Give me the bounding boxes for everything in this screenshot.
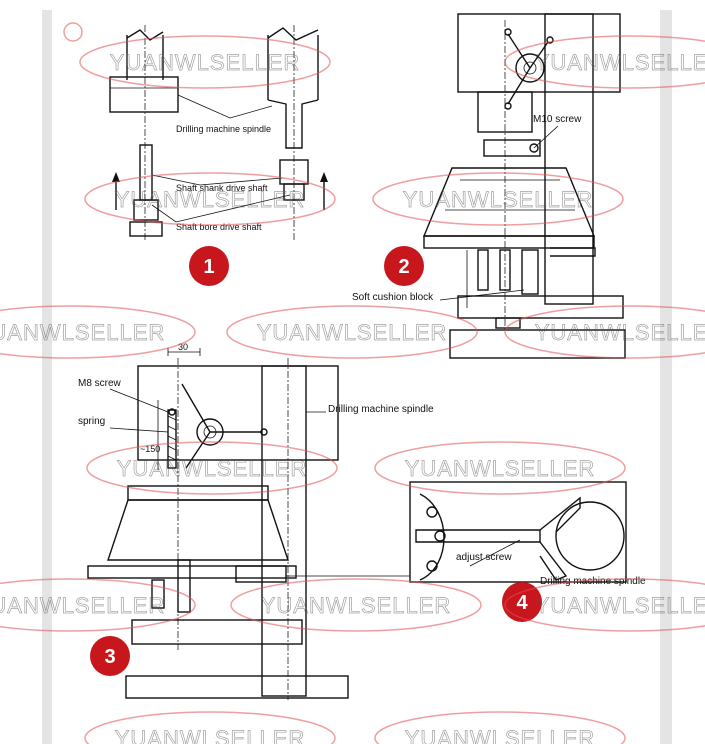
drill-column: [544, 13, 594, 305]
watermark: YUANWLSELLER: [84, 172, 336, 226]
svg-text:YUANWLSELLER: YUANWLSELLER: [535, 50, 705, 75]
spindle-right-body: [267, 35, 319, 100]
watermark-globe-icon: [63, 22, 83, 42]
svg-text:YUANWLSELLER: YUANWLSELLER: [405, 456, 596, 481]
watermark: YUANWLSELLER: [374, 711, 626, 744]
watermark: YUANWLSELLER: [84, 711, 336, 744]
feed-hub: [515, 53, 545, 83]
detail-frame: [409, 481, 627, 583]
drill-table: [457, 295, 624, 319]
label-m10: M10 screw: [533, 114, 582, 125]
drill-head: [457, 13, 621, 93]
right-border-strip: [660, 10, 672, 744]
svg-text:YUANWLSELLER: YUANWLSELLER: [535, 320, 705, 345]
watermark: YUANWLSELLER: [504, 305, 705, 359]
step-badge-2: [384, 246, 424, 286]
panel-3: M8 screw spring 30 ~150 Drilling machine…: [78, 342, 434, 700]
step-badges: 1 2 3 4: [90, 246, 542, 676]
label-bore-shaft: Shaft bore drive shaft: [176, 222, 262, 232]
spindle-left-collar: [109, 76, 179, 113]
drill-column-3: [261, 365, 307, 697]
watermark: YUANWLSELLER: [230, 578, 482, 632]
watermark: YUANWLSELLER: [372, 172, 624, 226]
svg-text:1: 1: [203, 256, 214, 278]
feed-handles-3: [181, 383, 262, 469]
watermark: YUANWLSELLER: [63, 22, 331, 89]
panel-1: Drilling machine spindle Shaft shank dri…: [109, 25, 328, 240]
svg-text:YUANWLSELLER: YUANWLSELLER: [535, 593, 705, 618]
svg-text:YUANWLSELLER: YUANWLSELLER: [257, 320, 448, 345]
watermark: YUANWLSELLER: [0, 578, 196, 632]
soft-cushion-block: [521, 249, 539, 295]
label-spindle-3: Drilling machine spindle: [328, 404, 434, 415]
watermark: YUANWLSELLER: [226, 305, 478, 359]
m8-screw: [168, 408, 176, 416]
svg-text:YUANWLSELLER: YUANWLSELLER: [403, 187, 594, 212]
svg-text:YUANWLSELLER: YUANWLSELLER: [0, 593, 165, 618]
drill-table-3: [131, 619, 303, 645]
watermark: YUANWLSELLER: [0, 305, 196, 359]
spindle-left-body: [126, 35, 164, 80]
svg-text:YUANWLSELLER: YUANWLSELLER: [405, 726, 596, 744]
label-spindle-1: Drilling machine spindle: [176, 124, 271, 134]
svg-text:YUANWLSELLER: YUANWLSELLER: [115, 187, 306, 212]
label-adjust: adjust screw: [456, 552, 512, 563]
adjust-block-3: [235, 565, 287, 583]
svg-text:4: 4: [516, 592, 528, 614]
watermark-layer: YUANWLSELLER YUANWLSELLER YUANWLSELLER Y…: [0, 22, 705, 744]
step-badge-3: [90, 636, 130, 676]
drill-head-3: [137, 365, 339, 461]
tapping-head-3: [107, 499, 289, 561]
watermark: YUANWLSELLER: [374, 441, 626, 495]
left-border-strip: [42, 10, 52, 744]
svg-text:2: 2: [398, 256, 409, 278]
svg-text:YUANWLSELLER: YUANWLSELLER: [261, 593, 452, 618]
drill-base-3: [125, 675, 349, 699]
label-soft-block: Soft cushion block: [352, 292, 434, 303]
clamp-plate: [483, 139, 541, 157]
svg-text:3: 3: [104, 646, 115, 668]
spindle-section: [555, 501, 625, 571]
feed-handles: [507, 33, 549, 105]
watermark: YUANWLSELLER: [86, 441, 338, 495]
shaft-head: [133, 199, 159, 221]
m10-screw: [529, 143, 539, 153]
svg-text:YUANWLSELLER: YUANWLSELLER: [115, 726, 306, 744]
drill-base: [449, 329, 626, 359]
panel-2: M10 screw Soft cushion block: [352, 13, 626, 359]
label-m8: M8 screw: [78, 378, 122, 389]
label-shank-shaft: Shaft shank drive shaft: [176, 183, 268, 193]
tapping-head-base: [423, 235, 595, 249]
svg-text:YUANWLSELLER: YUANWLSELLER: [117, 456, 308, 481]
spring: [167, 409, 177, 469]
label-spring: spring: [78, 416, 105, 427]
label-spindle-4: Drilling machine spindle: [540, 576, 646, 587]
watermark: YUANWLSELLER: [504, 578, 705, 632]
panel-4: adjust screw Drilling machine spindle: [286, 481, 646, 587]
svg-text:YUANWLSELLER: YUANWLSELLER: [0, 320, 165, 345]
dim-30: 30: [178, 342, 188, 352]
step-badge-4: [502, 582, 542, 622]
svg-text:YUANWLSELLER: YUANWLSELLER: [110, 50, 301, 75]
step-badge-1: [189, 246, 229, 286]
watermark: YUANWLSELLER: [504, 35, 705, 89]
tapping-head-base-3: [87, 565, 297, 579]
dim-150: ~150: [140, 444, 160, 454]
